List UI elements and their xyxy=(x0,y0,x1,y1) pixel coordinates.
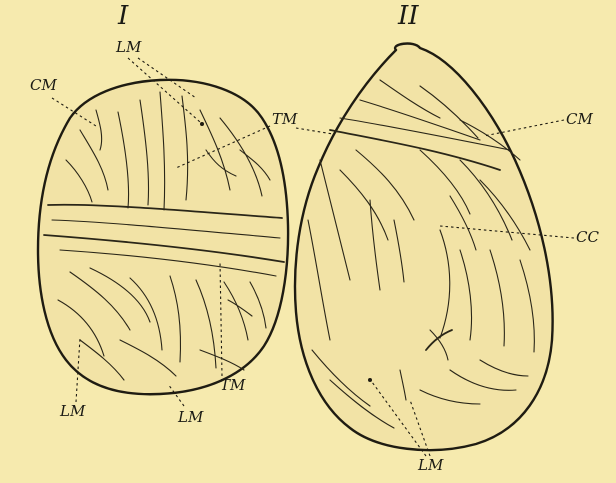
panel-2-outline xyxy=(295,44,553,451)
label-tm-bottom: TM xyxy=(220,376,246,394)
label-cm-2: CM xyxy=(566,110,593,128)
label-cc: CC xyxy=(576,228,599,246)
label-lm-bottom-2: LM xyxy=(417,456,444,474)
point-lm-top xyxy=(200,122,204,126)
label-lm-top: LM xyxy=(115,38,142,56)
label-lm-bottom-left: LM xyxy=(59,402,86,420)
panel-2-numeral: II xyxy=(397,1,419,31)
panel-1-numeral: I xyxy=(117,1,129,31)
label-lm-bottom-mid: LM xyxy=(177,408,204,426)
label-tm-top: TM xyxy=(272,110,298,128)
label-cm-1: CM xyxy=(30,76,57,94)
point-lm-2 xyxy=(368,378,372,382)
